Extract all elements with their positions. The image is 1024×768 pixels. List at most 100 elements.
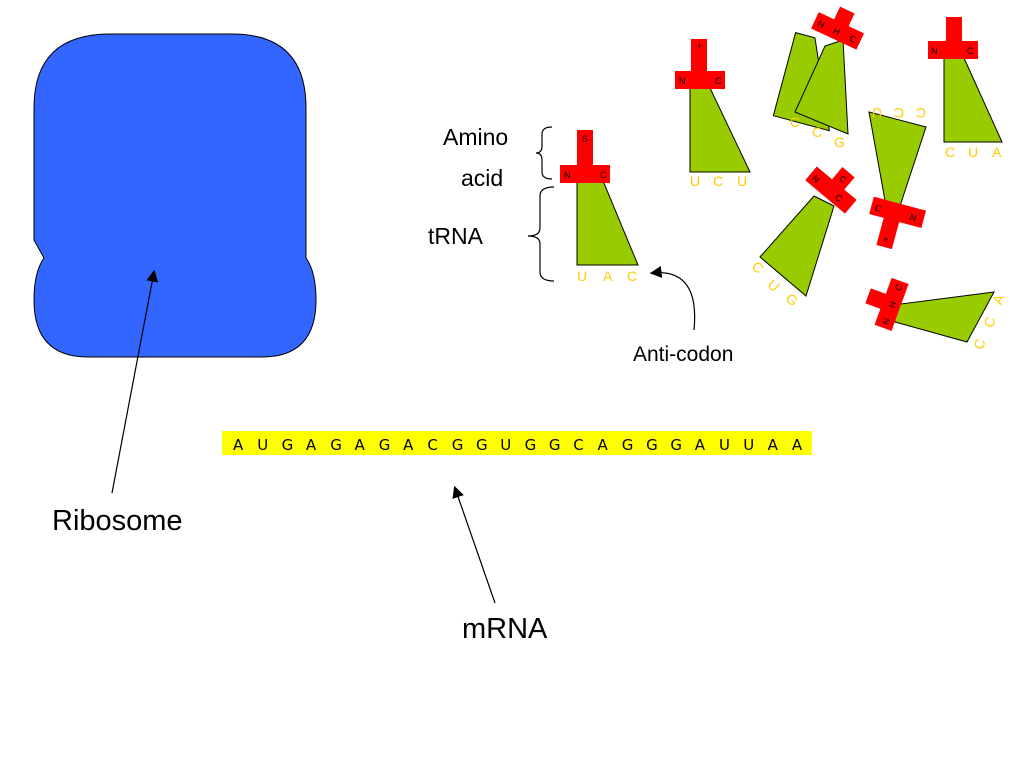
amino-acid-stem	[865, 288, 888, 310]
amino-letter: N	[881, 317, 893, 327]
mrna-base: A	[306, 436, 317, 454]
amino-acid-stem	[577, 130, 593, 166]
amino-acid-bar	[928, 41, 978, 59]
trna-tilted-ccg-parts: N H C C C G	[790, 6, 865, 150]
mrna-base: G	[670, 436, 682, 454]
mrna-label: mRNA	[462, 613, 548, 645]
trna-sideways: N H C A C C	[865, 277, 1008, 352]
amino-label-line2: acid	[461, 165, 503, 191]
mrna-strip	[222, 431, 812, 455]
mrna-base: A	[695, 436, 706, 454]
amino-acid-bar	[874, 277, 909, 331]
anticodon-base: C	[627, 268, 637, 284]
amino-acid-bracket	[535, 126, 553, 180]
amino-acid-bar	[675, 71, 725, 89]
mrna-base: U	[743, 436, 754, 454]
amino-label-line1: Amino	[443, 124, 508, 150]
anticodon-base: U	[690, 173, 700, 189]
amino-letter: C	[600, 170, 607, 180]
trna-upright-cua: N C C U A	[928, 17, 1003, 160]
mrna-base: G	[646, 436, 658, 454]
amino-acid-bar	[560, 165, 610, 183]
amino-letter: C	[715, 76, 722, 86]
anticodon-base: U	[872, 105, 882, 121]
trna-main: S N C U A C	[560, 130, 639, 284]
amino-letter: C	[967, 46, 974, 56]
anticodon-base: G	[834, 134, 845, 150]
mrna-base: U	[257, 436, 268, 454]
amino-letter: S	[582, 134, 588, 144]
trna-body	[576, 175, 639, 266]
mrna-base: A	[792, 436, 803, 454]
ribosome-pointer	[111, 269, 159, 494]
anticodon-base: G	[783, 290, 802, 309]
mrna-base: A	[598, 436, 609, 454]
amino-letter: N	[564, 170, 571, 180]
anticodon-base: C	[980, 315, 998, 330]
anticodon-base: U	[737, 173, 747, 189]
amino-letter: H	[831, 26, 841, 38]
trna-label: tRNA	[428, 223, 484, 249]
mrna-base: U	[719, 436, 730, 454]
amino-letter: C	[837, 173, 849, 185]
trna-tilted-cug: N C C C U G	[749, 166, 857, 309]
mrna-base: G	[622, 436, 634, 454]
amino-letter: H	[887, 300, 899, 310]
anticodon-base: A	[989, 292, 1007, 307]
amino-letter: N	[909, 212, 918, 223]
anticodon-base: C	[790, 114, 800, 130]
amino-acid-bar	[811, 12, 865, 50]
anticodon-base: C	[916, 105, 926, 121]
mrna-base: A	[355, 436, 366, 454]
mrna-base: G	[282, 436, 294, 454]
trna-body	[868, 111, 927, 207]
amino-letter: N	[810, 173, 821, 185]
anticodon-base: A	[992, 144, 1002, 160]
anticodon-base: U	[968, 144, 978, 160]
mrna-base: A	[768, 436, 779, 454]
ribosome-shape	[33, 33, 317, 358]
trna-bracket	[527, 186, 555, 282]
mrna-base: G	[549, 436, 561, 454]
amino-letter: N	[931, 46, 938, 56]
amino-letter: C	[893, 282, 905, 292]
amino-letter: C	[874, 203, 883, 214]
mrna-base: A	[403, 436, 414, 454]
amino-letter: N	[816, 18, 826, 30]
anticodon-base: C	[812, 124, 822, 140]
amino-acid-stem	[946, 17, 962, 47]
mrna-base: G	[330, 436, 342, 454]
mrna-pointer	[452, 485, 496, 604]
anticodon-base: U	[577, 268, 587, 284]
amino-letter: N	[679, 76, 686, 86]
trna-body	[943, 57, 1003, 143]
mrna-base: G	[379, 436, 391, 454]
ribosome-label: Ribosome	[52, 505, 183, 537]
trna-upright-ucu: + N C U C U	[675, 39, 751, 189]
anticodon-base: C	[713, 173, 723, 189]
mrna-base: G	[525, 436, 537, 454]
mrna-base: C	[573, 436, 583, 454]
anticodon-base: A	[603, 268, 613, 284]
trna-flipped: C N + C C U	[868, 105, 927, 250]
mrna-base: A	[233, 436, 244, 454]
mrna-base: G	[452, 436, 464, 454]
amino-letter: +	[697, 41, 702, 51]
anticodon-label: Anti-codon	[633, 343, 733, 366]
trna-body	[759, 195, 835, 297]
amino-acid-bar	[869, 196, 926, 229]
mrna-base: G	[476, 436, 488, 454]
amino-acid-stem	[876, 215, 900, 250]
amino-letter: C	[833, 192, 845, 204]
anticodon-base: U	[765, 276, 783, 295]
anticodon-base: C	[894, 105, 904, 121]
mrna-base: U	[500, 436, 511, 454]
amino-acid-bar	[805, 166, 857, 214]
amino-letter: C	[848, 33, 859, 45]
amino-letter: +	[882, 234, 890, 245]
mrna-base: C	[427, 436, 437, 454]
anticodon-base: C	[970, 337, 988, 352]
